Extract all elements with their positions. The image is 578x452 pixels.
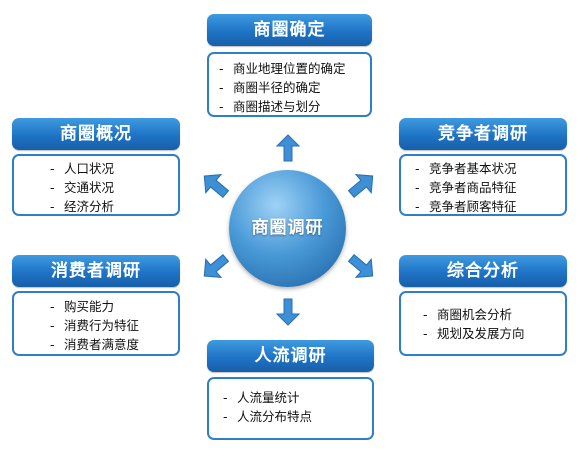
list-item: -人流量统计 [223, 388, 372, 407]
module-items-box: -购买能力 -消费行为特征 -消费者满意度 [12, 291, 180, 356]
dash-mark: - [219, 61, 224, 76]
center-label: 商圈调研 [251, 218, 324, 238]
list-item: -消费行为特征 [50, 316, 178, 335]
center-circle: 商圈调研 [229, 170, 346, 287]
module-header: 消费者调研 [12, 255, 180, 287]
module-items-box: -人流量统计 -人流分布特点 [207, 377, 374, 440]
module-header: 商圈概况 [12, 118, 180, 150]
module-header: 商圈确定 [207, 14, 372, 46]
item-text: 竞争者商品特征 [429, 180, 517, 195]
list-item: -竞争者基本状况 [415, 159, 565, 178]
module-renliu-diaoyan: 人流调研 -人流量统计 -人流分布特点 [207, 340, 374, 440]
module-header: 竞争者调研 [399, 118, 567, 150]
item-text: 商圈机会分析 [437, 307, 513, 322]
list-item: -商圈机会分析 [423, 305, 565, 324]
item-text: 消费者满意度 [64, 337, 140, 352]
item-text: 经济分析 [64, 199, 115, 214]
list-item: -交通状况 [50, 178, 178, 197]
dash-mark: - [423, 307, 428, 322]
module-items-box: -商圈机会分析 -规划及发展方向 [399, 291, 567, 356]
list-item: -规划及发展方向 [423, 324, 565, 343]
item-text: 人流量统计 [237, 390, 300, 405]
item-text: 人流分布特点 [237, 409, 313, 424]
list-item: -人流分布特点 [223, 407, 372, 426]
arrow-lower-left-icon [203, 254, 230, 279]
arrow-upper-right-icon [347, 173, 374, 198]
dash-mark: - [223, 409, 228, 424]
dash-mark: - [50, 161, 55, 176]
dash-mark: - [219, 99, 224, 114]
module-zonghe-fenxi: 综合分析 -商圈机会分析 -规划及发展方向 [399, 255, 567, 356]
module-items-box: -人口状况 -交通状况 -经济分析 [12, 154, 180, 216]
dash-mark: - [50, 318, 55, 333]
dash-mark: - [223, 390, 228, 405]
module-items-box: -竞争者基本状况 -竞争者商品特征 -竞争者顾客特征 [399, 154, 567, 216]
dash-mark: - [219, 80, 224, 95]
dash-mark: - [50, 199, 55, 214]
item-text: 商业地理位置的确定 [233, 61, 346, 76]
dash-mark: - [415, 199, 420, 214]
dash-mark: - [423, 326, 428, 341]
dash-mark: - [415, 161, 420, 176]
dash-mark: - [50, 180, 55, 195]
item-text: 消费行为特征 [64, 318, 140, 333]
module-shangquan-queding: 商圈确定 -商业地理位置的确定 -商圈半径的确定 -商圈描述与划分 [207, 14, 372, 117]
module-header: 综合分析 [399, 255, 567, 287]
list-item: -消费者满意度 [50, 335, 178, 354]
item-text: 竞争者顾客特征 [429, 199, 517, 214]
item-text: 人口状况 [64, 161, 115, 176]
arrow-lower-right-icon [347, 254, 374, 279]
item-text: 交通状况 [64, 180, 115, 195]
list-item: -经济分析 [50, 197, 178, 216]
item-text: 规划及发展方向 [437, 326, 525, 341]
module-items-box: -商业地理位置的确定 -商圈半径的确定 -商圈描述与划分 [207, 52, 372, 117]
arrow-down-icon [276, 298, 300, 326]
list-item: -竞争者顾客特征 [415, 197, 565, 216]
item-text: 商圈描述与划分 [233, 99, 321, 114]
arrow-upper-left-icon [203, 173, 230, 198]
module-xiaofeizhe-diaoyan: 消费者调研 -购买能力 -消费行为特征 -消费者满意度 [12, 255, 180, 356]
item-text: 竞争者基本状况 [429, 161, 517, 176]
list-item: -人口状况 [50, 159, 178, 178]
list-item: -商圈半径的确定 [219, 78, 370, 97]
list-item: -商业地理位置的确定 [219, 59, 370, 78]
module-header: 人流调研 [207, 340, 374, 372]
arrow-up-icon [276, 134, 300, 162]
dash-mark: - [415, 180, 420, 195]
list-item: -购买能力 [50, 297, 178, 316]
dash-mark: - [50, 299, 55, 314]
item-text: 购买能力 [64, 299, 115, 314]
item-text: 商圈半径的确定 [233, 80, 321, 95]
module-jingzhengzhe-diaoyan: 竞争者调研 -竞争者基本状况 -竞争者商品特征 -竞争者顾客特征 [399, 118, 567, 216]
list-item: -竞争者商品特征 [415, 178, 565, 197]
module-shangquan-gaikuang: 商圈概况 -人口状况 -交通状况 -经济分析 [12, 118, 180, 216]
list-item: -商圈描述与划分 [219, 97, 370, 116]
dash-mark: - [50, 337, 55, 352]
